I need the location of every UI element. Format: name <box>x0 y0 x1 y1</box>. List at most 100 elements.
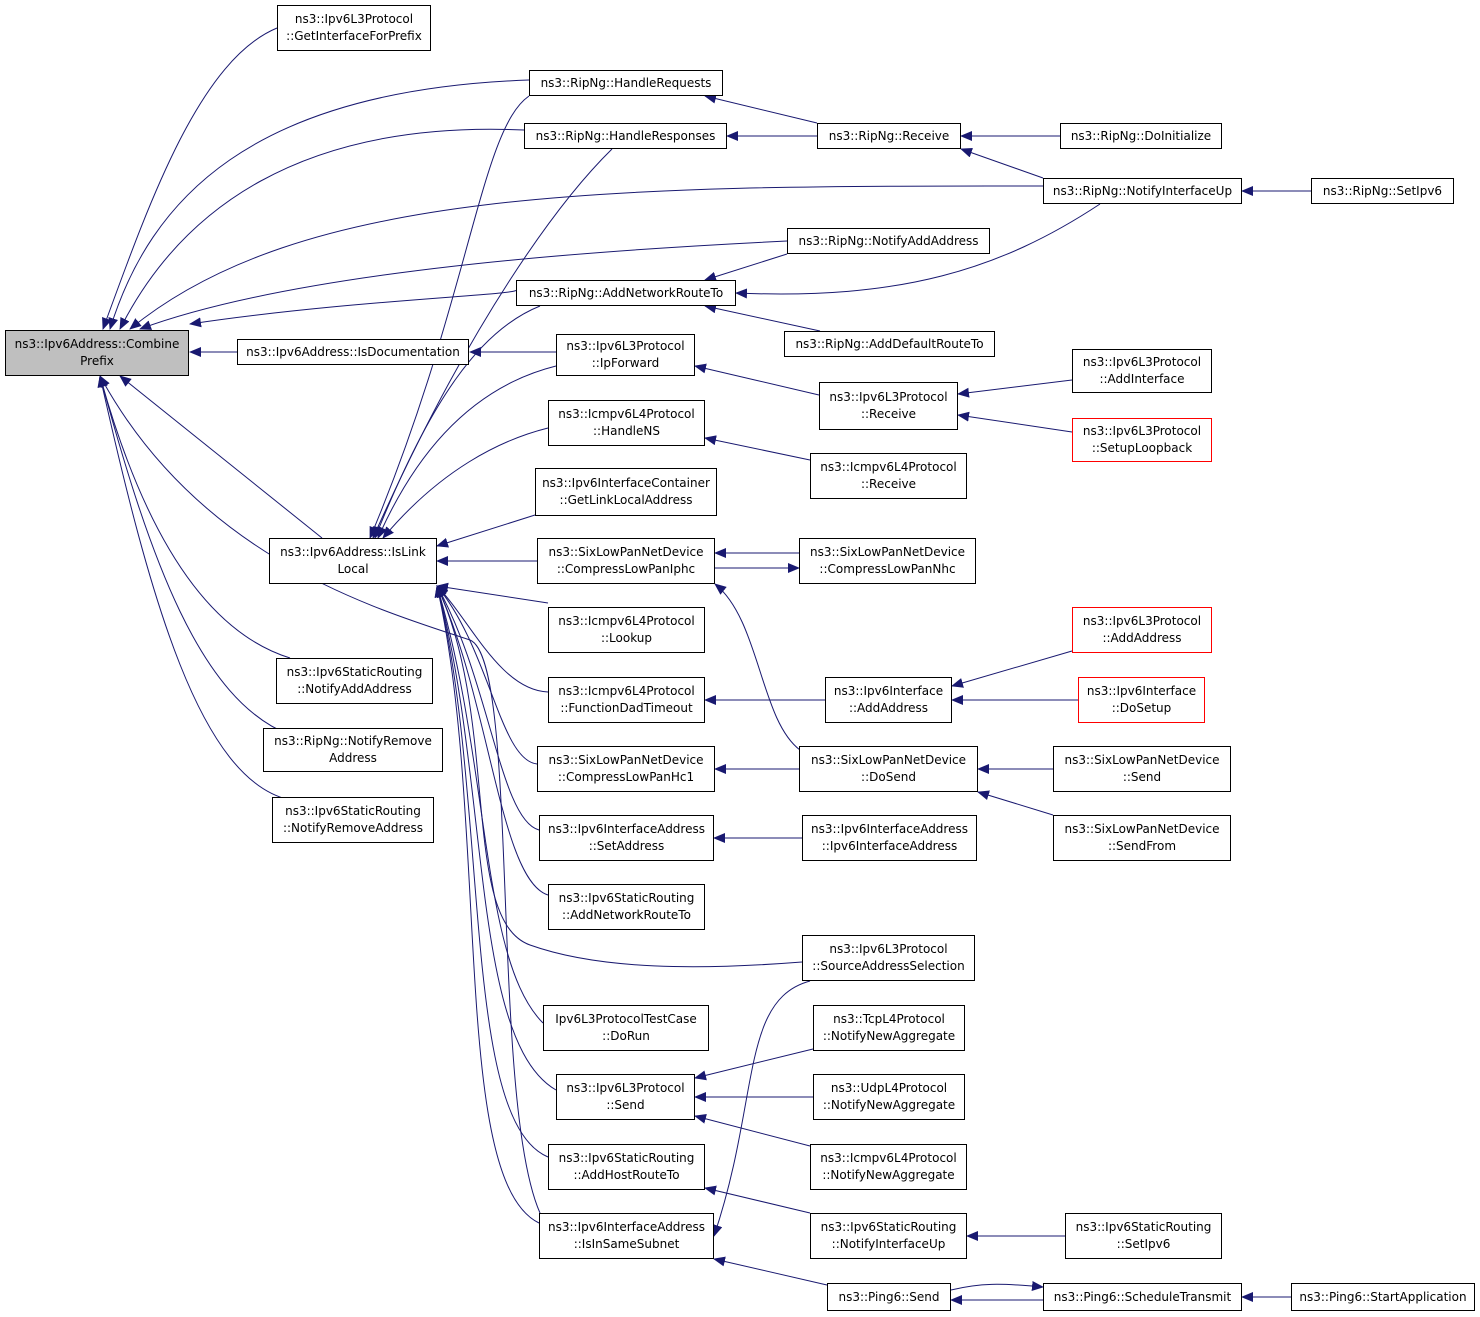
node-label-line: ns3::Icmpv6L4Protocol <box>558 614 695 628</box>
node-label-line: Prefix <box>80 354 114 368</box>
node-iface-addaddress[interactable]: ns3::Ipv6Interface::AddAddress <box>825 677 952 723</box>
node-icmp-notifynewaggregate[interactable]: ns3::Icmpv6L4Protocol::NotifyNewAggregat… <box>810 1144 967 1190</box>
node-icmp-functiondadtimeout[interactable]: ns3::Icmpv6L4Protocol::FunctionDadTimeou… <box>548 677 705 723</box>
node-ifcontainer-getlinklocal[interactable]: ns3::Ipv6InterfaceContainer::GetLinkLoca… <box>535 468 717 516</box>
call-edge <box>704 93 818 124</box>
node-label-line: ns3::Ipv6StaticRouting <box>558 1151 695 1165</box>
call-edge <box>704 1185 811 1214</box>
node-label-line: ns3::Ipv6InterfaceAddress <box>548 1220 705 1234</box>
node-l3-sourceaddressselection[interactable]: ns3::Ipv6L3Protocol::SourceAddressSelect… <box>802 935 975 981</box>
node-l3-ipforward[interactable]: ns3::Ipv6L3Protocol::IpForward <box>556 334 695 376</box>
node-static-addhostrouteto[interactable]: ns3::Ipv6StaticRouting::AddHostRouteTo <box>548 1144 705 1190</box>
node-label-line: ::AddAddress <box>1102 631 1182 645</box>
node-static-notifyinterfaceup[interactable]: ns3::Ipv6StaticRouting::NotifyInterfaceU… <box>810 1213 967 1259</box>
node-static-setipv6[interactable]: ns3::Ipv6StaticRouting::SetIpv6 <box>1065 1213 1222 1259</box>
node-icmp-handlens[interactable]: ns3::Icmpv6L4Protocol::HandleNS <box>548 400 705 446</box>
node-label-line: Address <box>329 751 377 765</box>
call-edge <box>714 583 801 751</box>
node-label-line: ns3::Ipv6InterfaceContainer <box>542 476 710 490</box>
node-l3-getinterfaceforprefix[interactable]: ns3::Ipv6L3Protocol::GetInterfaceForPref… <box>277 5 431 51</box>
node-label-line: ns3::SixLowPanNetDevice <box>548 545 704 559</box>
node-label-line: ns3::Ipv6L3Protocol <box>1082 424 1202 438</box>
call-edge <box>704 303 821 332</box>
node-static-notifyremoveaddress[interactable]: ns3::Ipv6StaticRouting::NotifyRemoveAddr… <box>272 797 434 843</box>
node-l3-addinterface[interactable]: ns3::Ipv6L3Protocol::AddInterface <box>1072 349 1212 393</box>
node-label-line: ns3::RipNg::NotifyRemove <box>274 734 432 748</box>
node-label-line: ::SetupLoopback <box>1091 441 1193 455</box>
node-udp-notifynewaggregate[interactable]: ns3::UdpL4Protocol::NotifyNewAggregate <box>813 1074 965 1120</box>
node-ifaddr-isinsamesubnet[interactable]: ns3::Ipv6InterfaceAddress::IsInSameSubne… <box>539 1213 714 1259</box>
node-tcp-notifynewaggregate[interactable]: ns3::TcpL4Protocol::NotifyNewAggregate <box>813 1005 965 1051</box>
node-sixlowpan-dosend[interactable]: ns3::SixLowPanNetDevice::DoSend <box>799 746 978 792</box>
node-testcase-dorun[interactable]: Ipv6L3ProtocolTestCase::DoRun <box>543 1005 709 1051</box>
node-label-line: ::NotifyNewAggregate <box>822 1168 955 1182</box>
node-ripng-notifyinterfaceup[interactable]: ns3::RipNg::NotifyInterfaceUp <box>1043 178 1242 204</box>
node-label-line: ::SetAddress <box>588 839 665 853</box>
node-sixlowpan-compressiphc[interactable]: ns3::SixLowPanNetDevice::CompressLowPanI… <box>537 538 715 584</box>
call-edge <box>435 585 557 1091</box>
node-label-line: ns3::Ipv6InterfaceAddress <box>811 822 968 836</box>
node-label-line: ns3::Ipv6L3Protocol <box>294 12 414 26</box>
node-label-line: ns3::Ping6::Send <box>838 1289 940 1304</box>
call-edge <box>950 1281 1044 1291</box>
call-edge <box>713 1256 828 1286</box>
node-ripng-notifyaddaddress[interactable]: ns3::RipNg::NotifyAddAddress <box>787 228 990 254</box>
node-sixlowpan-sendfrom[interactable]: ns3::SixLowPanNetDevice::SendFrom <box>1053 815 1231 861</box>
node-sixlowpan-compressnhc[interactable]: ns3::SixLowPanNetDevice::CompressLowPanN… <box>799 538 976 584</box>
call-edge <box>436 585 540 831</box>
node-static-notifyaddaddress[interactable]: ns3::Ipv6StaticRouting::NotifyAddAddress <box>276 658 433 704</box>
call-edge <box>694 363 820 396</box>
node-label-line: ::AddHostRouteTo <box>573 1168 680 1182</box>
node-label-line: ns3::RipNg::NotifyInterfaceUp <box>1052 183 1233 198</box>
node-label-line: ns3::Ipv6Interface <box>833 684 944 698</box>
node-label-line: ns3::Ping6::StartApplication <box>1299 1289 1467 1304</box>
node-sixlowpan-compresshc1[interactable]: ns3::SixLowPanNetDevice::CompressLowPanH… <box>537 746 715 792</box>
call-edge <box>977 790 1054 816</box>
node-label-line: Local <box>337 562 369 576</box>
node-label-line: ns3::Icmpv6L4Protocol <box>558 684 695 698</box>
node-ripng-handleresponses[interactable]: ns3::RipNg::HandleResponses <box>524 123 727 149</box>
node-ripng-adddefaultrouteto[interactable]: ns3::RipNg::AddDefaultRouteTo <box>784 331 995 357</box>
node-label-line: ns3::SixLowPanNetDevice <box>548 753 704 767</box>
call-edge <box>436 582 549 604</box>
call-edge <box>97 375 291 801</box>
node-label-line: ::NotifyAddAddress <box>297 682 412 696</box>
node-label-line: ::AddAddress <box>848 701 929 715</box>
node-l3-setuploopback[interactable]: ns3::Ipv6L3Protocol::SetupLoopback <box>1072 418 1212 462</box>
node-ping6-startapplication[interactable]: ns3::Ping6::StartApplication <box>1291 1283 1475 1311</box>
node-label-line: ::AddNetworkRouteTo <box>562 908 691 922</box>
node-l3-send[interactable]: ns3::Ipv6L3Protocol::Send <box>556 1074 695 1120</box>
node-sixlowpan-send[interactable]: ns3::SixLowPanNetDevice::Send <box>1053 746 1231 792</box>
call-edge <box>99 375 541 1214</box>
node-label-line: ::NotifyNewAggregate <box>822 1098 956 1112</box>
node-icmp-receive[interactable]: ns3::Icmpv6L4Protocol::Receive <box>810 453 967 499</box>
node-ripng-handlerequests[interactable]: ns3::RipNg::HandleRequests <box>529 70 723 96</box>
node-ifaddr-setaddress[interactable]: ns3::Ipv6InterfaceAddress::SetAddress <box>539 815 714 861</box>
node-label-line: ::CompressLowPanIphc <box>556 562 696 576</box>
node-label-line: ::NotifyRemoveAddress <box>282 821 424 835</box>
node-label-line: ::Ipv6InterfaceAddress <box>821 839 958 853</box>
node-label-line: ns3::RipNg::AddDefaultRouteTo <box>795 336 984 351</box>
node-iface-dosetup[interactable]: ns3::Ipv6Interface::DoSetup <box>1078 677 1205 723</box>
node-ripng-setipv6[interactable]: ns3::RipNg::SetIpv6 <box>1311 178 1454 204</box>
node-ping6-scheduletransmit[interactable]: ns3::Ping6::ScheduleTransmit <box>1043 1283 1242 1311</box>
node-static-addnetworkrouteto[interactable]: ns3::Ipv6StaticRouting::AddNetworkRouteT… <box>548 884 705 930</box>
node-isdocumentation[interactable]: ns3::Ipv6Address::IsDocumentation <box>237 339 469 365</box>
node-label-line: ns3::SixLowPanNetDevice <box>1064 822 1220 836</box>
node-ripng-receive[interactable]: ns3::RipNg::Receive <box>817 123 961 149</box>
node-l3-receive[interactable]: ns3::Ipv6L3Protocol::Receive <box>819 382 958 430</box>
node-ripng-doinitialize[interactable]: ns3::RipNg::DoInitialize <box>1060 123 1222 149</box>
node-label-line: ::GetLinkLocalAddress <box>559 493 693 507</box>
node-ping6-send[interactable]: ns3::Ping6::Send <box>827 1283 951 1311</box>
node-label-line: ns3::RipNg::NotifyAddAddress <box>798 233 979 248</box>
node-icmp-lookup[interactable]: ns3::Icmpv6L4Protocol::Lookup <box>548 607 705 653</box>
node-ripng-addnetworkrouteto[interactable]: ns3::RipNg::AddNetworkRouteTo <box>516 280 736 306</box>
node-ifaddr-ctor[interactable]: ns3::Ipv6InterfaceAddress::Ipv6Interface… <box>802 815 977 861</box>
node-label-line: ::CompressLowPanHc1 <box>557 770 695 784</box>
node-l3-addaddress[interactable]: ns3::Ipv6L3Protocol::AddAddress <box>1072 607 1212 653</box>
node-label-line: ::DoSetup <box>1111 701 1172 715</box>
node-label-line: ::SendFrom <box>1107 839 1177 853</box>
